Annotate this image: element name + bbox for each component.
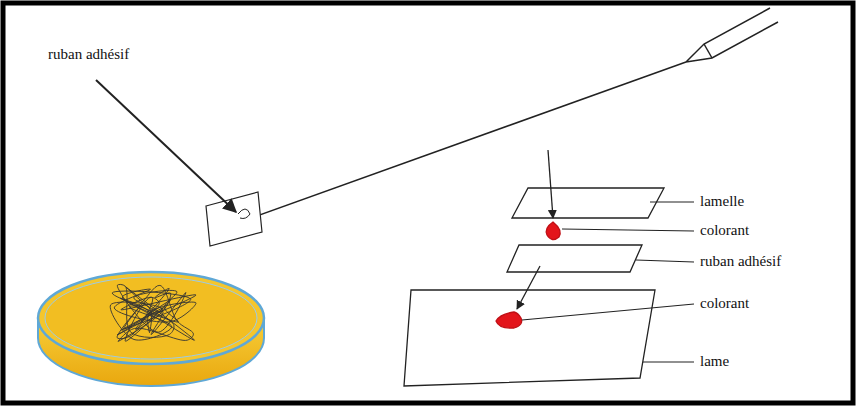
part-label: lame: [700, 353, 729, 370]
petri-dish: [38, 272, 264, 386]
coverslip: [512, 188, 664, 218]
part-label: lamelle: [700, 193, 744, 210]
part-label: colorant: [700, 295, 749, 312]
part-label: ruban adhésif: [700, 253, 781, 270]
stain-drop: [496, 312, 522, 328]
placement-arrows: [517, 150, 553, 309]
inoculating-needle: [240, 8, 778, 222]
frame: [3, 3, 853, 403]
fungal-mycelium: [110, 284, 196, 341]
stain-drop: [546, 222, 560, 240]
part-label: ruban adhésif: [48, 46, 129, 63]
tape-piece: [507, 245, 642, 272]
leader-lines: [522, 202, 694, 362]
pointer-arrow: [96, 80, 236, 212]
glass-slide: [404, 290, 655, 386]
part-label: colorant: [700, 222, 749, 239]
hypha-strand: [112, 284, 190, 337]
slide-assembly: [404, 188, 664, 386]
tape-piece: [206, 192, 262, 246]
hypha-strand: [110, 285, 193, 341]
